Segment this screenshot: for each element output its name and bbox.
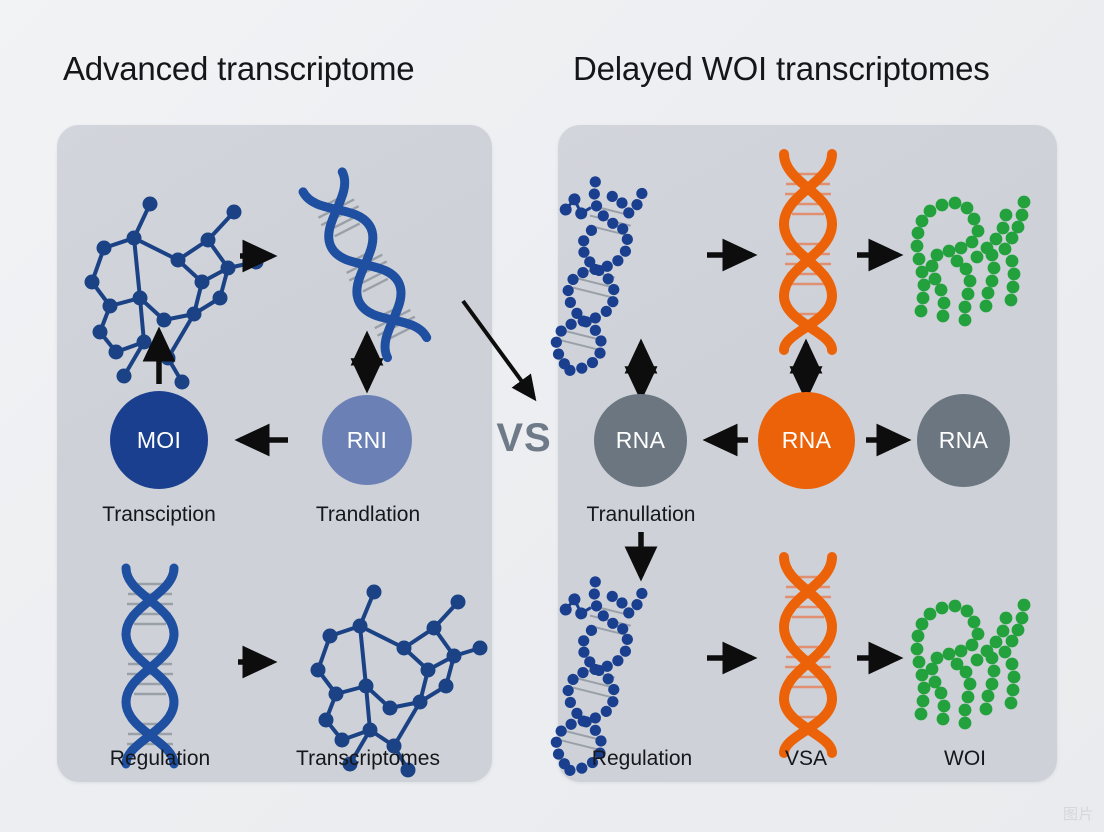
node-rna-center-label: RNA (781, 427, 832, 453)
page-title-right: Delayed WOI transcriptomes (573, 50, 990, 87)
node-rna-right-label: RNA (938, 427, 989, 453)
node-moi-label: MOI (136, 426, 182, 453)
caption-right-regulation: Regulation (591, 747, 693, 770)
watermark: 图片 (1062, 806, 1094, 823)
page-title-left: Advanced transcriptome (63, 50, 415, 87)
node-rna-left[interactable]: RNA (594, 394, 687, 487)
node-rna-center[interactable]: RNA (758, 392, 855, 489)
caption-right-vsa: VSA (784, 747, 828, 770)
caption-right-translation: Tranullation (586, 503, 696, 526)
node-rni[interactable]: RNI (322, 395, 412, 485)
node-rna-right[interactable]: RNA (917, 394, 1010, 487)
caption-left-transcriptomes: Transcriptomes (296, 747, 440, 770)
caption-right-woi: WOI (944, 747, 986, 770)
node-moi[interactable]: MOI (110, 391, 208, 489)
vs-divider-label: VS (496, 416, 552, 460)
node-rni-label: RNI (346, 426, 388, 453)
caption-left-regulation: Regulation (109, 747, 211, 770)
caption-left-transcription: Transciption (102, 503, 216, 526)
caption-left-translation: Trandlation (315, 503, 421, 526)
node-rna-left-label: RNA (615, 427, 666, 453)
